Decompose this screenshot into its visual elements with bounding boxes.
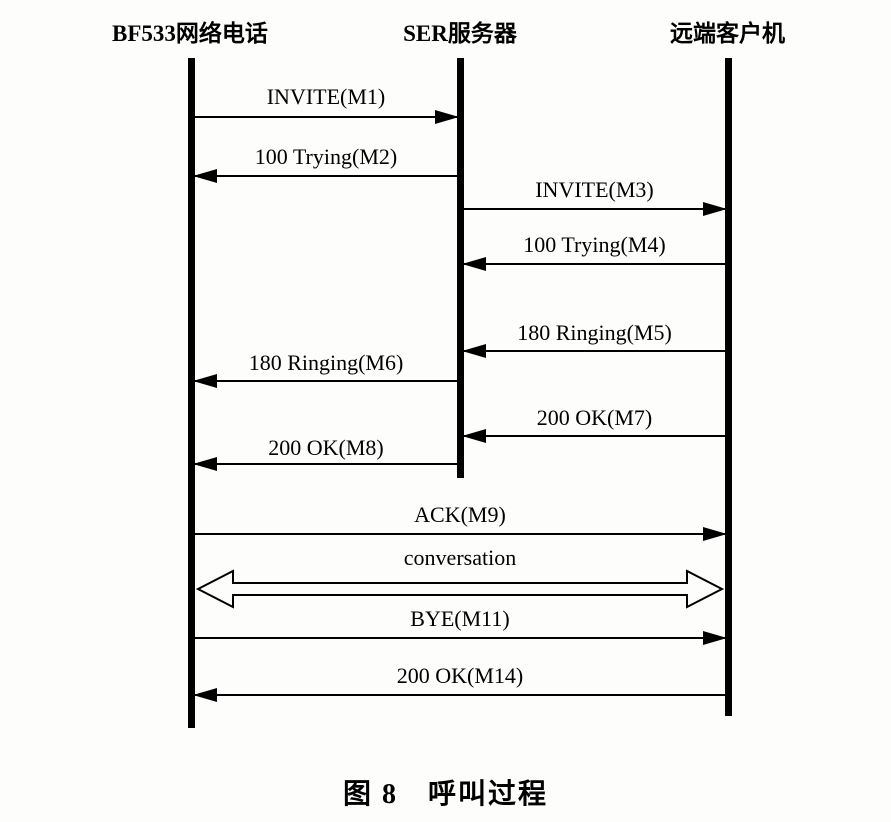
message-invite-m1: INVITE(M1) [195,84,459,124]
message-ack-m9: ACK(M9) [195,502,727,541]
actor-label-bf533-phone: BF533网络电话 [112,21,268,46]
message-180-ringing-m5: 180 Ringing(M5) [462,320,725,358]
message-label: 100 Trying(M4) [523,232,666,257]
right-arrow-line [195,527,727,541]
message-label: 200 OK(M8) [268,435,384,460]
message-180-ringing-m6: 180 Ringing(M6) [193,350,457,388]
left-arrow-line [462,257,725,271]
right-arrow-line [464,202,727,216]
left-arrow-line [462,344,725,358]
conversation-block: conversation [195,545,725,615]
message-200-ok-m7: 200 OK(M7) [462,405,725,443]
message-label: 200 OK(M7) [536,405,653,430]
message-label: 180 Ringing(M5) [517,320,672,345]
double-headed-arrow-icon [195,569,725,609]
message-100-trying-m4: 100 Trying(M4) [462,232,725,271]
lifeline-bf533-phone [188,58,195,728]
message-bye-m11: BYE(M11) [195,606,727,645]
actor-label-remote-client: 远端客户机 [670,21,785,46]
message-label: ACK(M9) [414,502,506,527]
left-arrow-line [193,688,725,702]
message-invite-m3: INVITE(M3) [464,177,727,216]
right-arrow-line [195,631,727,645]
message-100-trying-m2: 100 Trying(M2) [193,144,457,183]
message-label: BYE(M11) [410,606,510,631]
message-label: 100 Trying(M2) [254,144,398,169]
message-label: 180 Ringing(M6) [248,350,404,375]
message-200-ok-m14: 200 OK(M14) [193,663,725,702]
left-arrow-line [193,169,457,183]
actor-label-ser-server: SER服务器 [403,21,517,46]
right-arrow-line [195,110,459,124]
left-arrow-line [193,457,457,471]
message-200-ok-m8: 200 OK(M8) [193,435,457,471]
figure-caption: 图 8 呼叫过程 [342,779,548,810]
lifeline-remote-client [725,58,732,716]
lifeline-ser-server [457,58,464,478]
message-label: INVITE(M1) [266,84,386,109]
message-label: 200 OK(M14) [396,663,524,688]
left-arrow-line [462,429,725,443]
conversation-label: conversation [403,545,517,570]
message-label: INVITE(M3) [535,177,654,202]
left-arrow-line [193,374,457,388]
